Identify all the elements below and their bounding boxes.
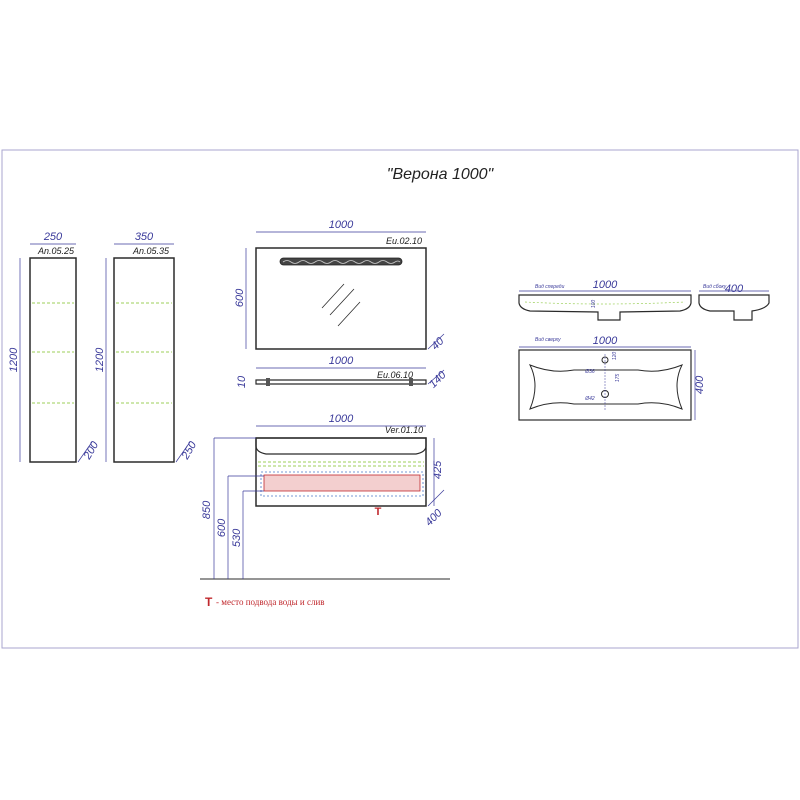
sink-side-label: Вид сбоку xyxy=(703,284,727,290)
sink-top-depth: 400 xyxy=(694,375,706,394)
legend: T - место подвода воды и слив xyxy=(205,595,325,609)
sink-side-body xyxy=(698,294,770,321)
dimension-line xyxy=(427,369,445,385)
sink-top-width: 1000 xyxy=(593,335,618,347)
cabinet-small-body xyxy=(29,257,77,463)
sink-tap-offset: 120 xyxy=(612,352,618,361)
mirror-light-bar xyxy=(279,257,403,266)
shelf-code: Eu.06.10 xyxy=(377,370,413,380)
vanity-elevation-530: 530 xyxy=(231,528,243,547)
mirror-depth: 40 xyxy=(429,335,447,353)
mirror-glare xyxy=(337,301,361,327)
cabinet-large-height: 1200 xyxy=(94,347,106,372)
cabinet-large-code: An.05.35 xyxy=(132,246,170,256)
dimension-line xyxy=(77,441,93,463)
sink-front-body xyxy=(518,294,692,321)
cabinet-small-width: 250 xyxy=(43,231,63,243)
mirror-glare xyxy=(321,283,345,309)
sink-drain-offset: 175 xyxy=(615,374,621,383)
sink-top-basin xyxy=(528,364,684,410)
mirror-height: 600 xyxy=(234,288,246,307)
mirror-light-pattern xyxy=(282,260,401,264)
glass-shelf: 1000 Eu.06.10 10 140 xyxy=(236,355,449,391)
cabinet-large-width: 350 xyxy=(135,231,154,243)
vanity-basin-top xyxy=(255,437,427,455)
cabinet-small-depth: 200 xyxy=(81,439,102,463)
cabinet-small-height: 1200 xyxy=(8,347,20,372)
vanity-water-zone xyxy=(263,474,421,492)
legend-marker: T xyxy=(205,595,213,609)
shelf-body xyxy=(255,379,427,385)
mirror: 1000 Eu.02.10 600 40 xyxy=(234,219,447,352)
sink-tap-diameter: Ø36 xyxy=(584,369,595,375)
sheet-frame xyxy=(1,149,799,649)
legend-text: - место подвода воды и слив xyxy=(216,597,325,607)
vanity-width: 1000 xyxy=(329,413,354,425)
cabinet-large-body xyxy=(113,257,175,463)
sink-front-width: 1000 xyxy=(593,279,618,291)
sink-side-view: Вид сбоку 400 xyxy=(698,283,770,321)
cabinet-large-depth: 250 xyxy=(179,439,200,463)
cabinet-small: 250 An.05.25 1200 200 xyxy=(8,231,102,463)
mirror-glare xyxy=(329,288,355,316)
mirror-body xyxy=(255,247,427,350)
vanity-elevation-600: 600 xyxy=(216,518,228,537)
mirror-code: Eu.02.10 xyxy=(386,236,422,246)
vanity-body xyxy=(255,437,427,507)
vanity-height: 425 xyxy=(432,460,444,479)
sink-front-view: Вид спереди 1000 100 xyxy=(518,279,692,321)
shelf-depth: 140 xyxy=(427,369,449,391)
vanity-drawer-outline xyxy=(260,471,424,497)
dimension-line xyxy=(427,489,445,507)
shelf-width: 1000 xyxy=(329,355,354,367)
mirror-width: 1000 xyxy=(329,219,354,231)
vanity-code: Ver.01.10 xyxy=(385,425,423,435)
shelf-bracket xyxy=(266,378,270,386)
vanity: T 1000 Ver.01.10 425 400 850 600 530 xyxy=(200,413,450,580)
sink-drain-diameter: Ø42 xyxy=(584,396,595,402)
sink-side-width: 400 xyxy=(725,283,744,295)
shelf-height: 10 xyxy=(236,375,248,388)
vanity-elevation-850: 850 xyxy=(201,500,213,519)
sink-top-label: Вид сверху xyxy=(535,337,561,343)
vanity-depth: 400 xyxy=(423,507,445,529)
dimension-line xyxy=(175,441,191,463)
shelf-bracket xyxy=(409,378,413,386)
sink-top-body xyxy=(518,349,692,421)
dimension-line xyxy=(427,333,445,350)
sink-front-label: Вид спереди xyxy=(535,284,565,290)
drawing-title: "Верона 1000" xyxy=(387,166,495,183)
vanity-connection-marker: T xyxy=(375,506,382,518)
cabinet-large: 350 An.05.35 1200 250 xyxy=(94,231,200,463)
sink-front-inner-dim: 100 xyxy=(591,300,597,309)
cabinet-small-code: An.05.25 xyxy=(37,246,75,256)
sink-top-view: Вид сверху 1000 Ø36 Ø42 120 175 400 xyxy=(518,335,706,421)
sink-front-basin xyxy=(524,301,686,305)
